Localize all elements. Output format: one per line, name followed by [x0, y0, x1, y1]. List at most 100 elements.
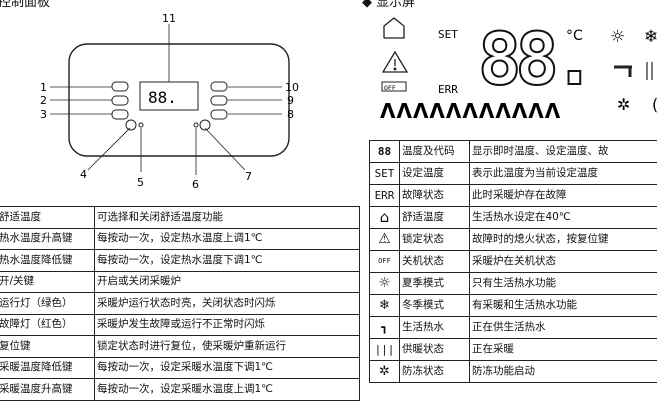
table-row: 运行灯（绿色）采暖炉运行状态时亮，关闭状态时闪烁: [0, 293, 360, 315]
table-cell: 温度及代码: [400, 141, 470, 163]
warning-icon: ⚠: [370, 229, 400, 251]
snowflake-icon: ❄: [644, 27, 657, 47]
callout-8: 8: [287, 108, 294, 121]
lcd-unit: °C: [566, 28, 583, 44]
callout-9: 9: [287, 94, 294, 107]
panel-button-4: [126, 120, 136, 130]
table-row: ⚠锁定状态故障时的熄火状态，按复位键: [370, 229, 657, 251]
table-cell: 故障时的熄火状态，按复位键: [470, 229, 657, 251]
table-row: 热水温度升高键每按动一次，设定热水温度上调1℃: [0, 228, 360, 250]
panel-led-5: [139, 123, 143, 127]
table-cell: 热水温度升高键: [0, 228, 95, 250]
sun-icon: ☼: [610, 27, 625, 47]
lcd-err-label: ERR: [438, 83, 458, 96]
table-cell: 开/关键: [0, 271, 95, 293]
panel-button-2: [112, 96, 128, 105]
table-cell: 显示即时温度、设定温度、故: [470, 141, 657, 163]
table-cell: 正在采暖: [470, 339, 657, 361]
radiator-icon: |||: [370, 339, 400, 361]
table-cell: 有采暖和生活热水功能: [470, 295, 657, 317]
table-cell: 每按动一次，设定采暖水温度上调1℃: [95, 379, 360, 401]
table-cell: 供暖状态: [400, 339, 470, 361]
table-row: ⌂舒适温度生活热水设定在40℃: [370, 207, 657, 229]
callout-4: 4: [80, 168, 87, 181]
table-cell: 每按动一次，设定热水温度上调1℃: [95, 228, 360, 250]
table-cell: 故障灯（红色）: [0, 314, 95, 336]
table-row: ┓生活热水正在供生活热水: [370, 317, 657, 339]
table-cell: 锁定状态: [400, 229, 470, 251]
off-icon: OFF: [370, 251, 400, 273]
control-panel-diagram: 88. 1 2 3 4 5 6 7 8 9 10 11: [0, 0, 360, 200]
frost-icon: ✲: [370, 361, 400, 383]
table-cell: 采暖温度升高键: [0, 379, 95, 401]
table-cell: 运行灯（绿色）: [0, 293, 95, 315]
table-cell: 表示此温度为当前设定温度: [470, 163, 657, 185]
table-cell: 防冻功能启动: [470, 361, 657, 383]
table-row: 采暖温度降低键每按动一次，设定采暖水温度下调1℃: [0, 357, 360, 379]
panel-display-digits: 88.: [148, 88, 177, 107]
panel-button-9: [211, 96, 227, 105]
callout-7: 7: [245, 170, 252, 183]
callout-11: 11: [162, 12, 176, 25]
table-row: |||供暖状态正在采暖: [370, 339, 657, 361]
digits-icon: 88: [370, 141, 400, 163]
warning-icon: [383, 52, 407, 72]
table-cell: 采暖炉运行状态时亮，关闭状态时闪烁: [95, 293, 360, 315]
table-cell: 正在供生活热水: [470, 317, 657, 339]
table-cell: 热水温度降低键: [0, 250, 95, 272]
callout-5: 5: [137, 176, 144, 189]
table-cell: 采暖炉在关机状态: [470, 251, 657, 273]
panel-led-6: [194, 123, 198, 127]
radiator-icon: [647, 62, 652, 80]
table-cell: 生活热水设定在40℃: [470, 207, 657, 229]
tap-icon: [614, 67, 632, 77]
callout-10: 10: [285, 81, 299, 94]
table-cell: 每按动一次，设定采暖水温度下调1℃: [95, 357, 360, 379]
panel-button-1: [112, 82, 128, 91]
table-row: 采暖温度升高键每按动一次，设定采暖水温度上调1℃: [0, 379, 360, 401]
table-cell: 防冻状态: [400, 361, 470, 383]
tap-icon: ┓: [370, 317, 400, 339]
control-panel-table: 舒适温度可选择和关闭舒适温度功能 热水温度升高键每按动一次，设定热水温度上调1℃…: [0, 206, 360, 401]
extra-icon: (: [652, 95, 657, 114]
table-cell: 故障状态: [400, 185, 470, 207]
table-cell: 采暖炉发生故障或运行不正常时闪烁: [95, 314, 360, 336]
frost-icon: ✲: [617, 95, 630, 114]
panel-button-3: [112, 110, 128, 119]
table-row: 故障灯（红色）采暖炉发生故障或运行不正常时闪烁: [0, 314, 360, 336]
table-cell: 可选择和关闭舒适温度功能: [95, 207, 360, 229]
err-icon: ERR: [370, 185, 400, 207]
set-icon: SET: [370, 163, 400, 185]
table-cell: 此时采暖炉存在故障: [470, 185, 657, 207]
table-cell: 复位键: [0, 336, 95, 358]
table-cell: 锁定状态时进行复位，使采暖炉重新运行: [95, 336, 360, 358]
table-row: ✲防冻状态防冻功能启动: [370, 361, 657, 383]
flames-row: ΛΛΛΛΛΛΛΛΛΛΛ: [380, 99, 561, 123]
table-cell: 设定温度: [400, 163, 470, 185]
table-cell: 舒适温度: [0, 207, 95, 229]
sun-icon: ☼: [370, 273, 400, 295]
table-row: 开/关键开启或关闭采暖炉: [0, 271, 360, 293]
table-cell: 冬季模式: [400, 295, 470, 317]
table-cell: 开启或关闭采暖炉: [95, 271, 360, 293]
panel-button-8: [211, 110, 227, 119]
table-cell: 每按动一次，设定热水温度下调1℃: [95, 250, 360, 272]
table-cell: 舒适温度: [400, 207, 470, 229]
table-cell: 生活热水: [400, 317, 470, 339]
panel-button-10: [211, 82, 227, 91]
table-row: ☼夏季模式只有生活热水功能: [370, 273, 657, 295]
lcd-display-diagram: SET OFF ERR 88. °C ☼ ❄ ✲ ( ΛΛΛΛΛΛΛΛΛΛΛ: [362, 0, 657, 135]
callout-2: 2: [40, 94, 47, 107]
callout-1: 1: [40, 81, 47, 94]
callout-3: 3: [40, 108, 47, 121]
table-cell: 采暖温度降低键: [0, 357, 95, 379]
lcd-set-label: SET: [438, 28, 458, 41]
table-row: ❄冬季模式有采暖和生活热水功能: [370, 295, 657, 317]
house-icon: ⌂: [370, 207, 400, 229]
lcd-off-label: OFF: [384, 84, 396, 92]
